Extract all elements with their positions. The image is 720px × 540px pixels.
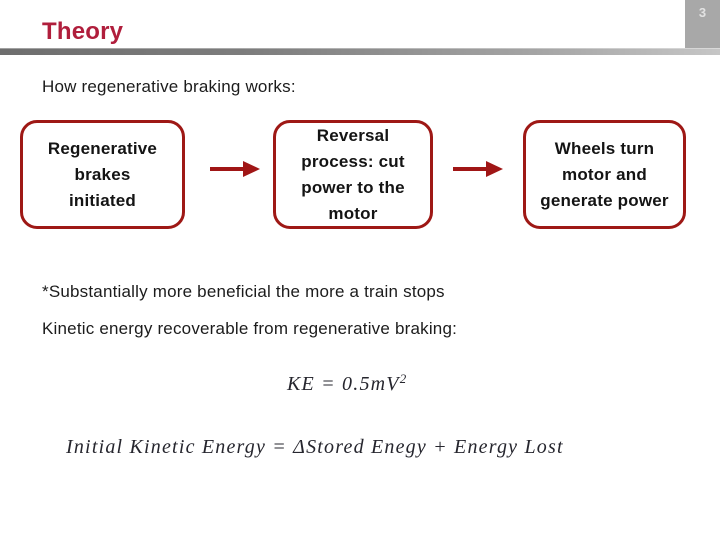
- page-number: 3: [698, 5, 707, 20]
- flow-box-wheels-turn-motor: Wheels turn motor and generate power: [523, 120, 686, 229]
- flow-box-label: Regenerative brakes initiated: [47, 138, 158, 210]
- slide-title: Theory: [42, 18, 124, 45]
- energy-balance-formula: Initial Kinetic Energy = ΔStored Enegy +…: [66, 436, 564, 458]
- right-arrow-icon: [453, 161, 503, 177]
- right-arrow-icon: [210, 161, 260, 177]
- flow-box-regenerative-brakes: Regenerative brakes initiated: [20, 120, 185, 229]
- flow-box-reversal-process: Reversal process: cut power to the motor: [273, 120, 433, 229]
- kinetic-energy-text: Kinetic energy recoverable from regenera…: [42, 319, 458, 338]
- kinetic-energy-formula: KE = 0.5mV2: [287, 371, 406, 396]
- note-text: *Substantially more beneficial the more …: [42, 282, 445, 301]
- title-divider-bar: [0, 48, 720, 55]
- intro-text: How regenerative braking works:: [42, 77, 296, 96]
- flow-box-label: Reversal process: cut power to the motor: [301, 125, 405, 223]
- formula-exponent: 2: [399, 371, 407, 386]
- formula-base: KE = 0.5mV: [287, 373, 400, 395]
- flow-box-label: Wheels turn motor and generate power: [540, 138, 669, 210]
- page-number-box: 3: [685, 0, 720, 55]
